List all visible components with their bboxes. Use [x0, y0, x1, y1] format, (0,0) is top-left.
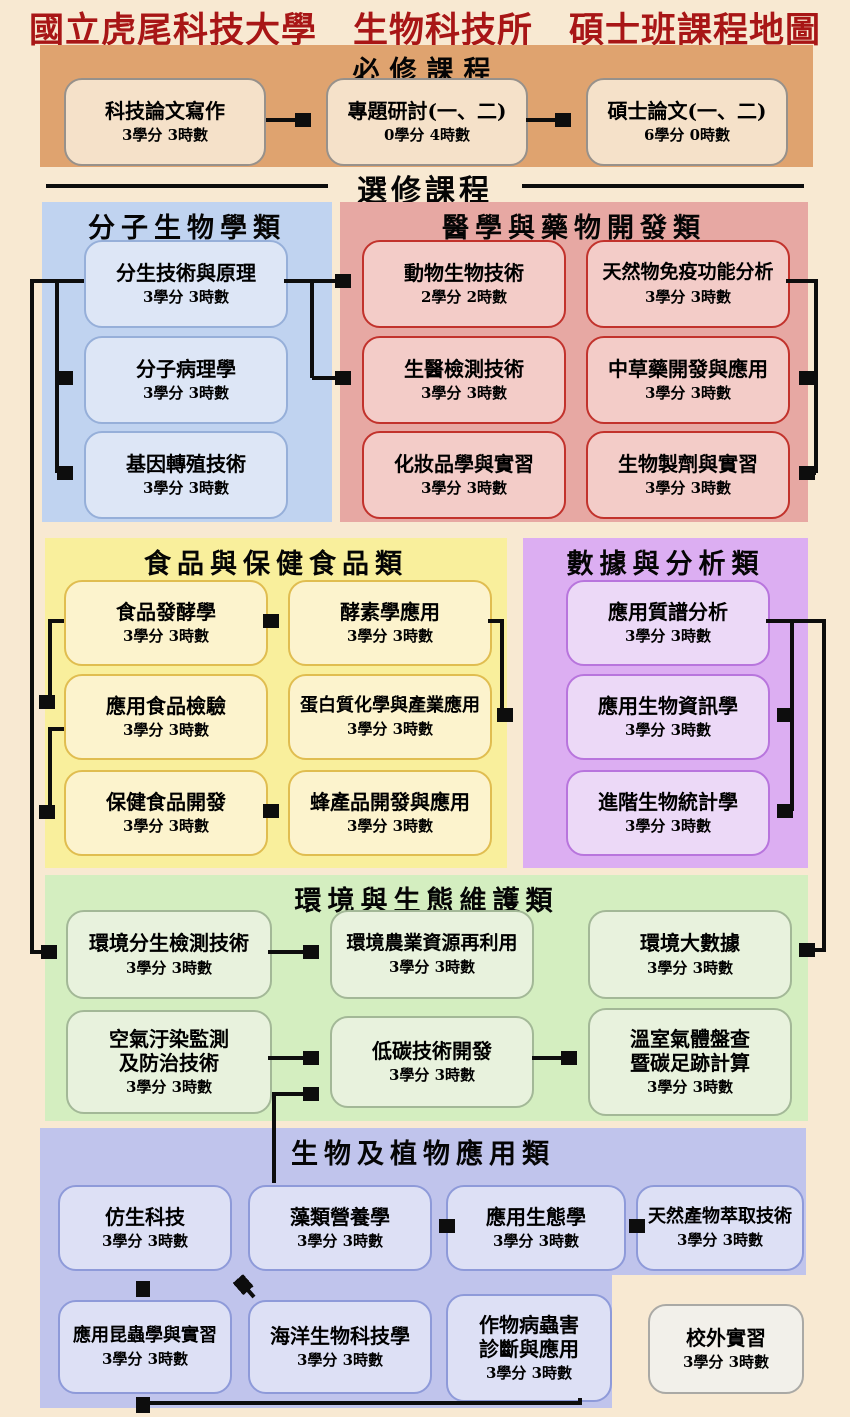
course-box-food-5: 蜂產品開發與應用 3學分 3時數	[288, 770, 492, 856]
course-box-required-1: 專題研討(一、二) 0學分 4時數	[326, 78, 528, 166]
course-box-medical-4: 化妝品學與實習 3學分 3時數	[362, 431, 566, 519]
course-box-bioplant-2: 應用生態學 3學分 3時數	[446, 1185, 626, 1271]
course-box-required-0: 科技論文寫作 3學分 3時數	[64, 78, 266, 166]
section-bioplant-title: 生物及植物應用類	[291, 1139, 555, 1170]
course-box-bioplant-6: 作物病蟲害 診斷與應用 3學分 3時數	[446, 1294, 612, 1402]
course-box-food-1: 酵素學應用 3學分 3時數	[288, 580, 492, 666]
course-box-medical-2: 生醫檢測技術 3學分 3時數	[362, 336, 566, 424]
course-box-environment-1: 環境農業資源再利用 3學分 3時數	[330, 910, 534, 999]
section-food-title: 食品與保健食品類	[144, 549, 408, 580]
course-box-food-2: 應用食品檢驗 3學分 3時數	[64, 674, 268, 760]
course-box-data-0: 應用質譜分析 3學分 3時數	[566, 580, 770, 666]
course-box-medical-5: 生物製劑與實習 3學分 3時數	[586, 431, 790, 519]
section-molecular-title: 分子生物學類	[88, 213, 286, 244]
course-box-bioplant-0: 仿生科技 3學分 3時數	[58, 1185, 232, 1271]
course-box-molecular-2: 基因轉殖技術 3學分 3時數	[84, 431, 288, 519]
course-box-environment-2: 環境大數據 3學分 3時數	[588, 910, 792, 999]
course-box-food-4: 保健食品開發 3學分 3時數	[64, 770, 268, 856]
course-box-medical-3: 中草藥開發與應用 3學分 3時數	[586, 336, 790, 424]
course-box-environment-3: 空氣汙染監測 及防治技術 3學分 3時數	[66, 1010, 272, 1114]
course-box-data-2: 進階生物統計學 3學分 3時數	[566, 770, 770, 856]
course-box-bioplant-3: 天然產物萃取技術 3學分 3時數	[636, 1185, 804, 1271]
course-box-food-0: 食品發酵學 3學分 3時數	[64, 580, 268, 666]
course-box-required-2: 碩士論文(一、二) 6學分 0時數	[586, 78, 788, 166]
section-medical-title: 醫學與藥物開發類	[442, 213, 706, 244]
course-box-environment-5: 溫室氣體盤查 暨碳足跡計算 3學分 3時數	[588, 1008, 792, 1116]
course-box-molecular-0: 分生技術與原理 3學分 3時數	[84, 240, 288, 328]
course-box-bioplant-1: 藻類營養學 3學分 3時數	[248, 1185, 432, 1271]
course-box-environment-0: 環境分生檢測技術 3學分 3時數	[66, 910, 272, 999]
course-box-environment-4: 低碳技術開發 3學分 3時數	[330, 1016, 534, 1108]
course-box-bioplant-4: 應用昆蟲學與實習 3學分 3時數	[58, 1300, 232, 1394]
page-title: 國立虎尾科技大學 生物科技所 碩士班課程地圖	[28, 10, 821, 51]
elective-divider-line-left	[46, 184, 328, 188]
course-box-bioplant-5: 海洋生物科技學 3學分 3時數	[248, 1300, 432, 1394]
course-box-medical-1: 天然物免疫功能分析 3學分 3時數	[586, 240, 790, 328]
course-box-food-3: 蛋白質化學與產業應用 3學分 3時數	[288, 674, 492, 760]
course-box-medical-0: 動物生物技術 2學分 2時數	[362, 240, 566, 328]
section-data-title: 數據與分析類	[566, 549, 765, 580]
course-box-molecular-1: 分子病理學 3學分 3時數	[84, 336, 288, 424]
course-box-data-1: 應用生物資訊學 3學分 3時數	[566, 674, 770, 760]
course-box-external-internship: 校外實習 3學分 3時數	[648, 1304, 804, 1394]
elective-divider-line-right	[522, 184, 804, 188]
